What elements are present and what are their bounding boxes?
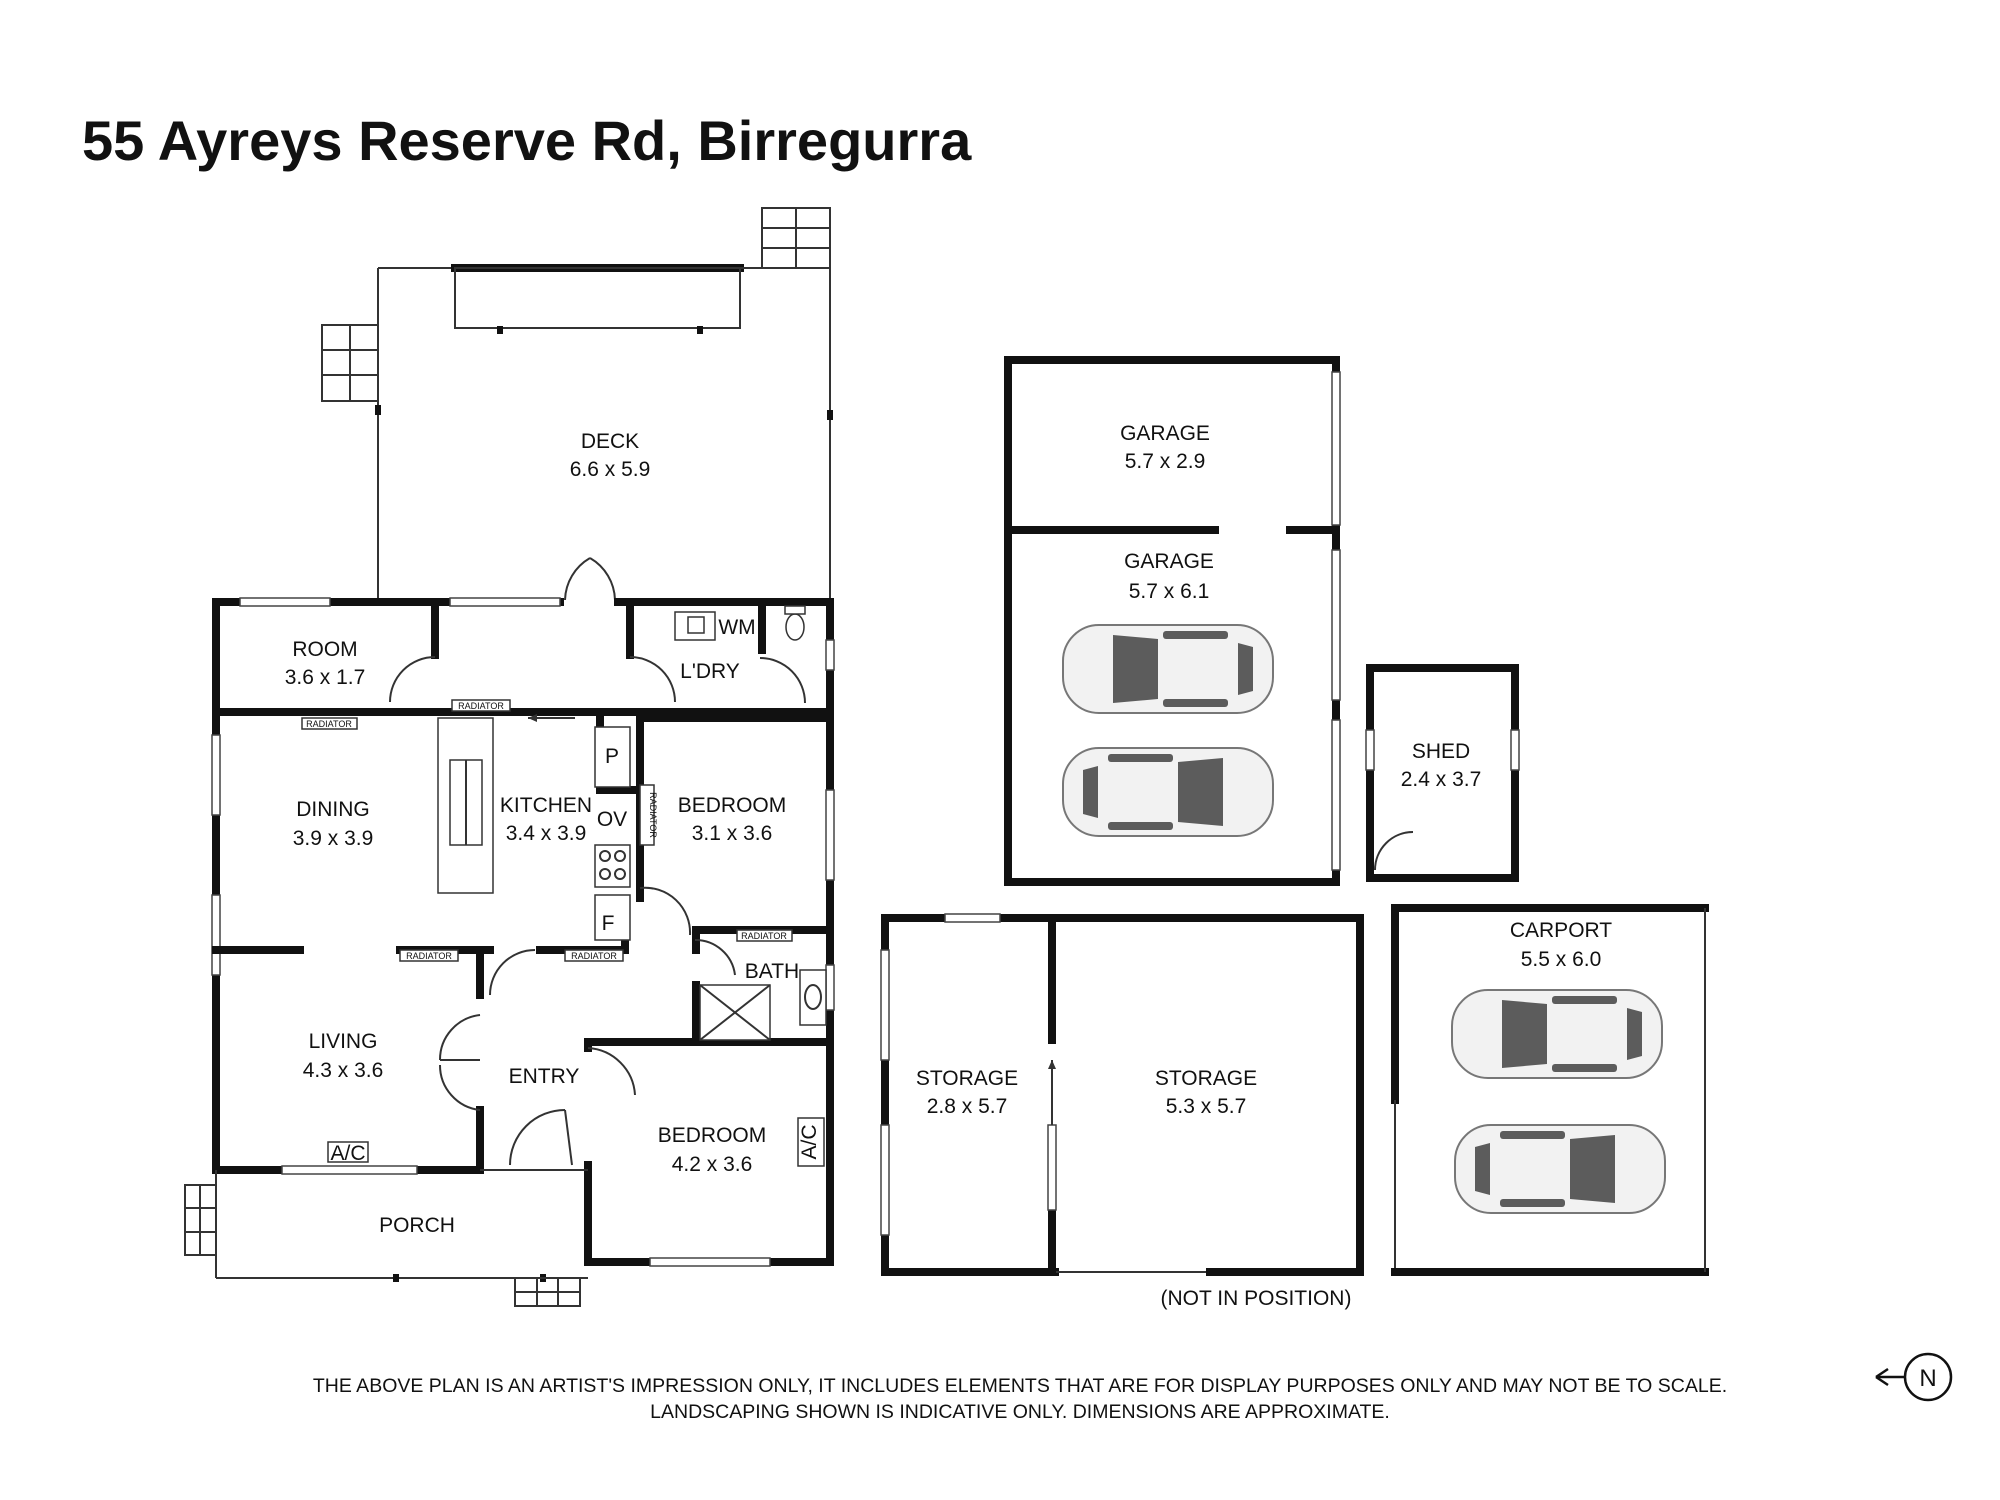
disclaimer: THE ABOVE PLAN IS AN ARTIST'S IMPRESSION…: [300, 1373, 1740, 1425]
room-name: BATH: [745, 960, 799, 983]
room-label-garage2: GARAGE 5.7 x 6.1: [1124, 550, 1214, 603]
garage-block: [1004, 356, 1341, 886]
doors-fixtures: [301, 605, 827, 1167]
porch-steps-left: [184, 1184, 217, 1256]
room-label-living: LIVING 4.3 x 3.6: [303, 1030, 384, 1082]
ac-label-living: A/C: [330, 1142, 365, 1165]
room-name: ENTRY: [509, 1065, 580, 1088]
radiator-label: RADIATOR: [458, 701, 504, 711]
ac-label-bedroom: A/C: [798, 1124, 821, 1159]
room-name: BEDROOM: [678, 794, 787, 817]
room-name: STORAGE: [1155, 1067, 1257, 1090]
room-name: GARAGE: [1124, 550, 1214, 573]
radiator-label: RADIATOR: [406, 951, 452, 961]
room-label-room: ROOM 3.6 x 1.7: [285, 638, 366, 689]
room-name: LIVING: [309, 1030, 378, 1053]
disclaimer-line-1: THE ABOVE PLAN IS AN ARTIST'S IMPRESSION…: [312, 1375, 1728, 1397]
room-label-garage1: GARAGE 5.7 x 2.9: [1120, 422, 1210, 473]
radiator-label: RADIATOR: [741, 931, 787, 941]
not-in-position-note: (NOT IN POSITION): [1161, 1287, 1352, 1310]
room-name: SHED: [1412, 740, 1470, 763]
room-dims: 3.6 x 1.7: [285, 666, 366, 689]
room-label-porch: PORCH: [379, 1214, 455, 1237]
radiator-label: RADIATOR: [648, 792, 658, 838]
fridge-label: F: [602, 912, 615, 935]
room-label-bedroom1: BEDROOM 3.1 x 3.6: [678, 794, 787, 845]
car-3: [1451, 989, 1663, 1079]
room-dims: 3.9 x 3.9: [293, 827, 374, 850]
room-label-shed: SHED 2.4 x 3.7: [1401, 740, 1482, 791]
room-name: L'DRY: [680, 660, 740, 683]
room-label-kitchen: KITCHEN 3.4 x 3.9: [500, 794, 592, 845]
room-name: BEDROOM: [658, 1124, 767, 1147]
room-label-entry: ENTRY: [509, 1065, 580, 1088]
deck-steps-left: [321, 324, 379, 402]
radiator-label: RADIATOR: [306, 719, 352, 729]
car-2: [1062, 747, 1274, 837]
room-name: DINING: [296, 798, 370, 821]
room-label-bedroom2: BEDROOM 4.2 x 3.6: [658, 1124, 767, 1176]
pantry-label: P: [605, 745, 619, 768]
room-name: PORCH: [379, 1214, 455, 1237]
car-1: [1062, 624, 1274, 714]
room-label-carport: CARPORT 5.5 x 6.0: [1510, 919, 1612, 971]
room-dims: 5.3 x 5.7: [1166, 1095, 1247, 1118]
room-name: DECK: [581, 430, 639, 453]
deck-steps-top: [761, 207, 831, 269]
room-name: GARAGE: [1120, 422, 1210, 445]
page-title: 55 Ayreys Reserve Rd, Birregurra: [82, 109, 972, 172]
porch-steps-front: [514, 1277, 581, 1307]
room-dims: 5.7 x 6.1: [1129, 580, 1210, 603]
room-name: CARPORT: [1510, 919, 1612, 942]
oven-label: OV: [597, 808, 627, 831]
storage-block: [880, 913, 1364, 1276]
room-name: KITCHEN: [500, 794, 592, 817]
carport-block: [1391, 904, 1709, 1276]
room-name: ROOM: [292, 638, 357, 661]
disclaimer-line-2: LANDSCAPING SHOWN IS INDICATIVE ONLY. DI…: [650, 1401, 1390, 1423]
room-dims: 5.7 x 2.9: [1125, 450, 1206, 473]
room-dims: 3.1 x 3.6: [692, 822, 773, 845]
radiator-label: RADIATOR: [571, 951, 617, 961]
room-label-storage1: STORAGE 2.8 x 5.7: [916, 1067, 1018, 1118]
room-dims: 5.5 x 6.0: [1521, 948, 1602, 971]
room-label-storage2: STORAGE 5.3 x 5.7: [1155, 1067, 1257, 1118]
room-label-bath: BATH: [745, 960, 799, 983]
room-label-deck: DECK 6.6 x 5.9: [570, 430, 651, 481]
north-arrow: N: [1875, 1352, 1953, 1402]
room-label-dining: DINING 3.9 x 3.9: [293, 798, 374, 850]
north-label: N: [1919, 1365, 1936, 1392]
deck-area: [321, 207, 833, 601]
room-dims: 3.4 x 3.9: [506, 822, 587, 845]
room-label-laundry: L'DRY: [680, 660, 740, 683]
shed: [1365, 664, 1520, 882]
room-dims: 4.2 x 3.6: [672, 1153, 753, 1176]
washing-machine-label: WM: [718, 616, 755, 639]
room-dims: 2.4 x 3.7: [1401, 768, 1482, 791]
room-dims: 2.8 x 5.7: [927, 1095, 1008, 1118]
room-dims: 4.3 x 3.6: [303, 1059, 384, 1082]
room-name: STORAGE: [916, 1067, 1018, 1090]
car-4: [1454, 1124, 1666, 1214]
room-dims: 6.6 x 5.9: [570, 458, 651, 481]
